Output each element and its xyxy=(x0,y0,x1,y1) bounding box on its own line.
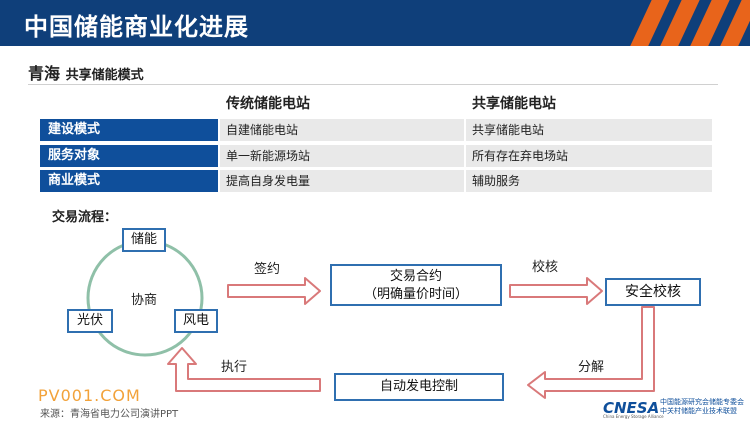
circle-center-label: 协商 xyxy=(131,293,158,308)
column-header-shared: 共享储能电站 xyxy=(472,96,556,112)
trade-contract-detail: （明确量价时间） xyxy=(363,287,468,302)
arrow-decompose xyxy=(527,306,655,399)
table-row: 服务对象 单一新能源场站 所有存在弃电场站 xyxy=(40,145,712,167)
cnesa-logo: CNESA xyxy=(603,399,660,417)
source-note: 来源：青海省电力公司演讲PPT xyxy=(40,409,179,420)
table-row: 商业模式 提高自身发电量 辅助服务 xyxy=(40,170,712,192)
table-cell: 提高自身发电量 xyxy=(220,170,464,192)
table-row: 建设模式 自建储能电站 共享储能电站 xyxy=(40,119,712,141)
trade-contract-box: 交易合约 （明确量价时间） xyxy=(330,264,502,306)
arrow-execute xyxy=(167,347,321,392)
table-cell: 所有存在弃电场站 xyxy=(466,145,712,167)
cnesa-organization: 中国能源研究会储能专委会 中关村储能产业技术联盟 xyxy=(660,398,744,416)
divider xyxy=(28,84,718,85)
section-subtitle: 青海 共享储能模式 xyxy=(28,60,144,84)
title-bar: 中国储能商业化进展 xyxy=(0,0,750,46)
arrow-label-sign: 签约 xyxy=(254,262,281,277)
subtitle-topic: 共享储能模式 xyxy=(65,68,144,83)
column-header-traditional: 传统储能电站 xyxy=(226,96,310,112)
row-label: 服务对象 xyxy=(40,145,218,167)
cnesa-logo-subtitle: China Energy Storage Alliance xyxy=(603,414,664,419)
subtitle-region: 青海 xyxy=(28,64,61,83)
node-wind: 风电 xyxy=(174,309,218,333)
agc-box: 自动发电控制 xyxy=(334,373,504,401)
row-label: 建设模式 xyxy=(40,119,218,141)
node-storage: 储能 xyxy=(122,228,166,252)
flow-title: 交易流程： xyxy=(52,210,118,225)
table-cell: 共享储能电站 xyxy=(466,119,712,141)
watermark: PV001.COM xyxy=(38,386,141,405)
trade-contract-title: 交易合约 xyxy=(389,269,442,284)
row-label: 商业模式 xyxy=(40,170,218,192)
table-cell: 辅助服务 xyxy=(466,170,712,192)
org-line-2: 中关村储能产业技术联盟 xyxy=(660,407,737,415)
org-line-1: 中国能源研究会储能专委会 xyxy=(660,398,744,406)
table-cell: 自建储能电站 xyxy=(220,119,464,141)
arrow-sign xyxy=(227,277,321,305)
arrow-label-verify: 校核 xyxy=(532,260,559,275)
table-cell: 单一新能源场站 xyxy=(220,145,464,167)
safety-check-box: 安全校核 xyxy=(605,278,701,306)
arrow-label-decompose: 分解 xyxy=(578,360,605,375)
arrow-label-execute: 执行 xyxy=(221,360,248,375)
node-solar: 光伏 xyxy=(67,309,113,333)
arrow-verify xyxy=(509,277,603,305)
page-title: 中国储能商业化进展 xyxy=(24,13,249,41)
